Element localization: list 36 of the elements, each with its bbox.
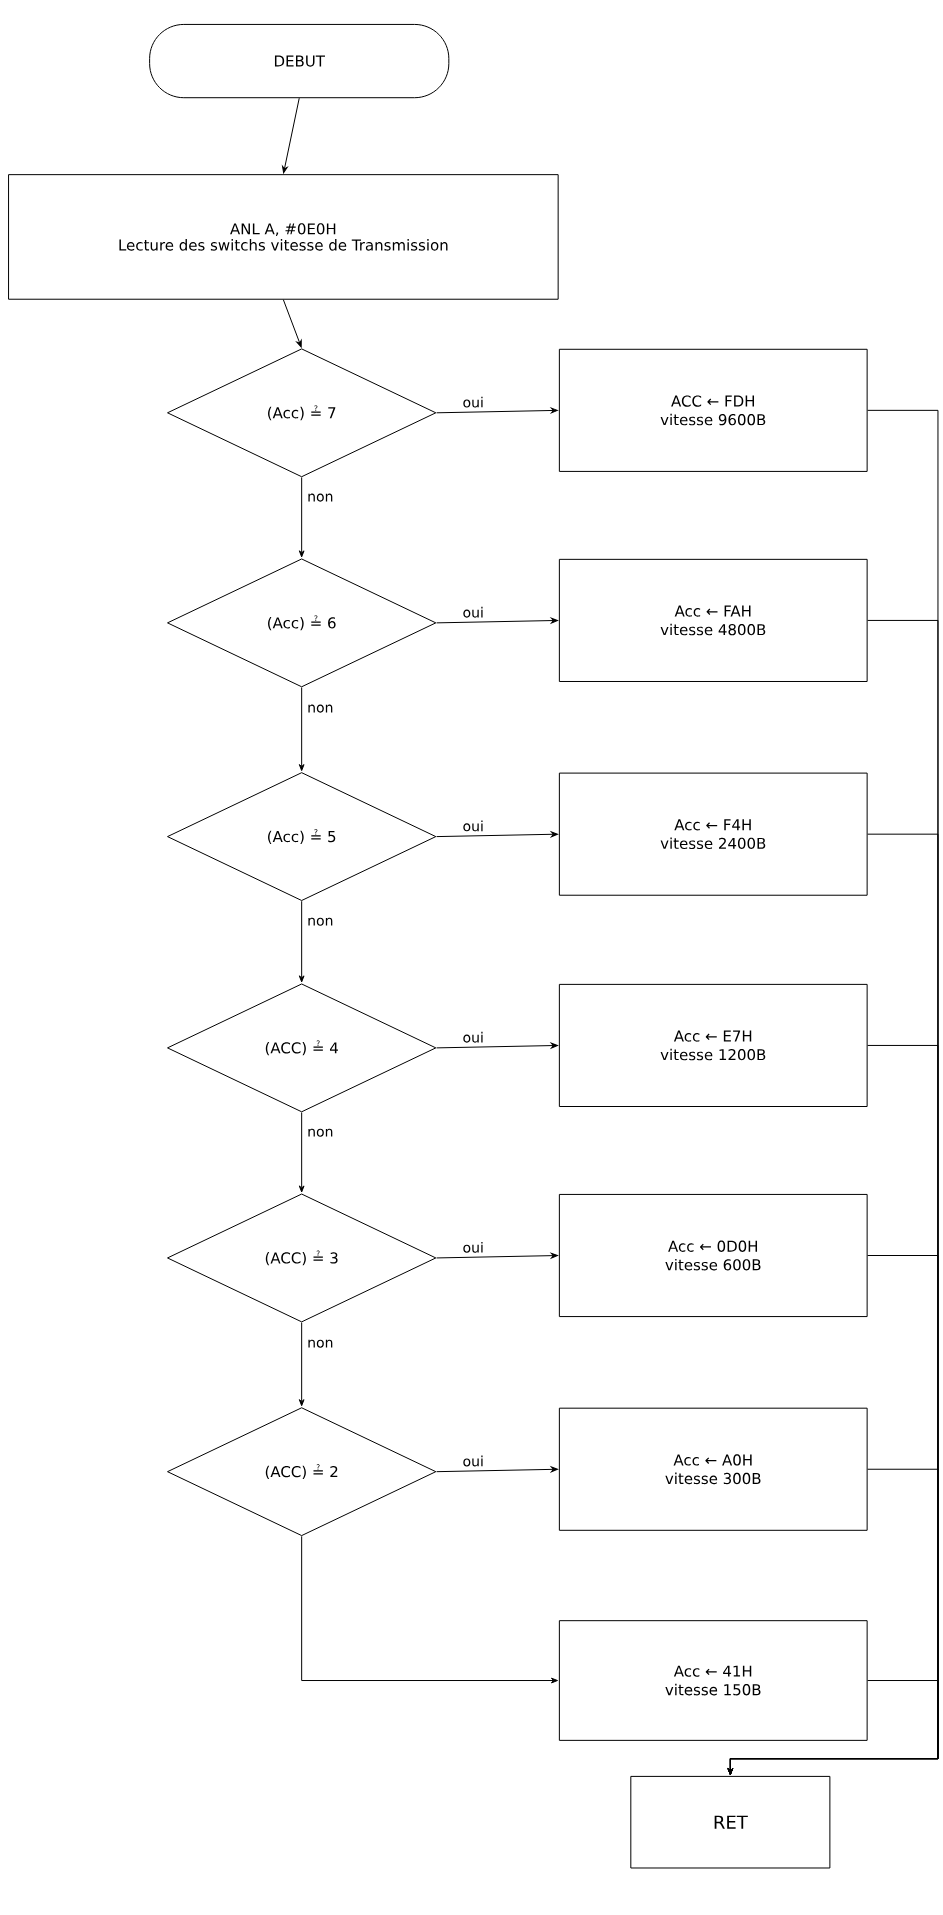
process-box: ANL A, #0E0H Lecture des switchs vitesse de Transmission	[8, 174, 559, 300]
process-box: ACC ← FDH vitesse 9600B	[558, 348, 868, 472]
arrow	[298, 1112, 305, 1193]
edge-label: non	[308, 704, 333, 713]
edge-label: oui	[463, 606, 483, 618]
arrow	[298, 900, 305, 983]
edge-label: oui	[463, 1455, 483, 1467]
edge-label: non	[308, 1128, 333, 1137]
process-box: Acc ← FAH vitesse 4800B	[558, 558, 868, 682]
process-box: Acc ← 0D0H vitesse 600B	[558, 1193, 868, 1318]
arrow	[298, 476, 305, 558]
arrow	[436, 617, 559, 624]
arrow	[298, 1322, 305, 1407]
process-box: Acc ← A0H vitesse 300B	[558, 1407, 868, 1531]
arrow	[436, 1252, 559, 1259]
arrow	[436, 1042, 559, 1049]
edge-label: non	[308, 493, 333, 502]
arrow	[436, 407, 559, 414]
process-box: Acc ← 41H vitesse 150B	[558, 1620, 868, 1741]
edge-label: oui	[463, 820, 483, 832]
edge-label: oui	[463, 396, 483, 408]
arrow	[727, 1680, 939, 1775]
process-box: Acc ← E7H vitesse 1200B	[558, 983, 868, 1107]
edge-label: oui	[463, 1241, 483, 1253]
edge-label: non	[308, 1339, 333, 1348]
arrow	[301, 1535, 559, 1684]
arrow	[282, 97, 300, 174]
arrow	[436, 831, 559, 838]
process-box: RET	[630, 1775, 831, 1869]
arrow	[298, 687, 305, 772]
arrow	[282, 299, 302, 348]
edge-label: non	[308, 917, 333, 926]
terminal-box: DEBUT	[149, 23, 450, 99]
arrow	[436, 1466, 559, 1473]
process-box: Acc ← F4H vitesse 2400B	[558, 772, 868, 896]
edge-label: oui	[463, 1031, 483, 1043]
